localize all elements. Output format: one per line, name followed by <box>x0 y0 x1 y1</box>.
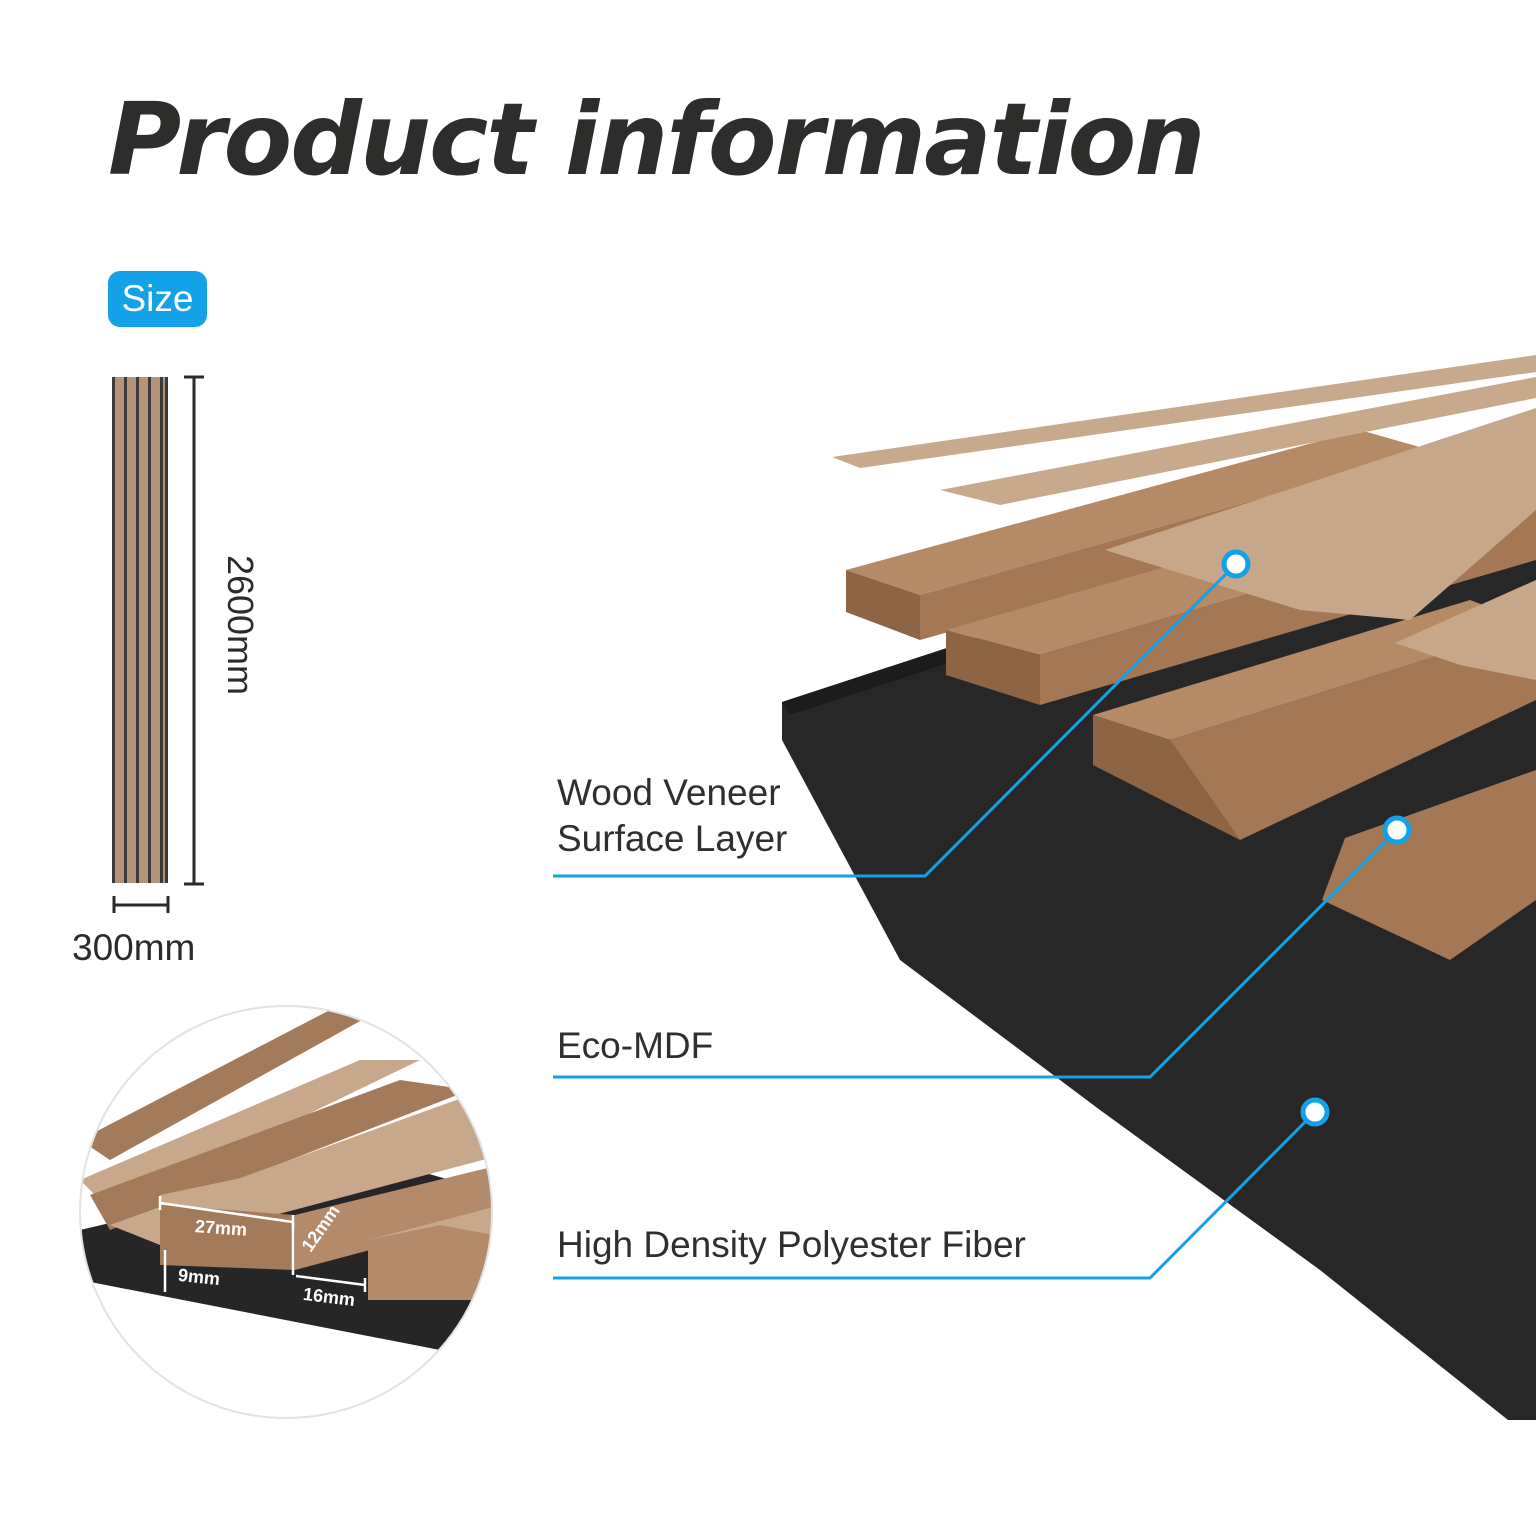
length-dimension-line <box>184 375 204 886</box>
callout-lines <box>553 562 1399 1280</box>
panel-front-view <box>112 377 168 883</box>
mdf-slats <box>846 430 1536 960</box>
layer-label-polyester: High Density Polyester Fiber <box>557 1224 1026 1265</box>
layer-label-veneer-line1: Wood Veneer <box>557 772 781 813</box>
detail-gap: 16mm <box>302 1283 357 1311</box>
size-badge: Size <box>108 271 207 327</box>
width-label: 300mm <box>72 927 196 968</box>
layer-label-veneer-line2: Surface Layer <box>557 818 788 859</box>
detail-slat-width: 27mm <box>194 1216 248 1240</box>
felt-backing <box>782 455 1536 1420</box>
layer-label-mdf: Eco-MDF <box>557 1025 714 1066</box>
detail-slat-height: 12mm <box>297 1201 344 1256</box>
length-label: 2600mm <box>220 554 261 696</box>
veneer-sheets <box>832 355 1536 680</box>
page-title: Product information <box>108 81 1206 198</box>
callout-dots <box>1221 549 1412 1127</box>
detail-backing-thickness: 9mm <box>177 1264 222 1290</box>
width-dimension-line <box>112 896 170 913</box>
